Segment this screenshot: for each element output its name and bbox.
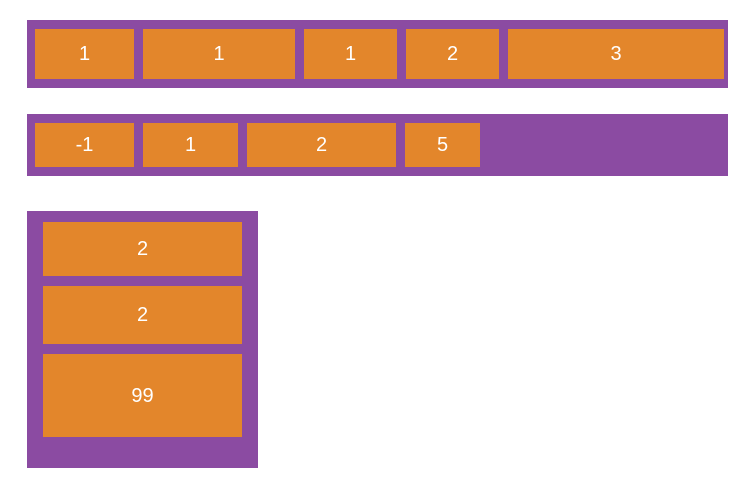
array-row-2: -1 1 2 5	[27, 114, 728, 176]
array-cell[interactable]: 5	[405, 123, 480, 167]
array-cell-value: 2	[446, 43, 459, 65]
array-cell-value: 1	[213, 43, 225, 65]
array-cell[interactable]: 2	[43, 286, 242, 344]
array-cell[interactable]: 2	[247, 123, 396, 167]
array-cell-value: -1	[75, 134, 94, 156]
array-column-3: 2 2 99	[27, 211, 258, 468]
array-cell[interactable]: 2	[43, 222, 242, 276]
array-cell[interactable]: 3	[508, 29, 724, 79]
array-row-1: 1 1 1 2 3	[27, 20, 728, 88]
array-cell[interactable]: 2	[406, 29, 499, 79]
array-cell[interactable]: 1	[35, 29, 134, 79]
array-cell-value: 2	[136, 304, 149, 326]
array-cell-value: 1	[78, 43, 91, 65]
array-cell-value: 1	[184, 134, 197, 156]
array-cell-value: 2	[136, 238, 149, 260]
array-cell[interactable]: 1	[304, 29, 397, 79]
array-cell-value: 99	[131, 384, 154, 407]
array-cell[interactable]: -1	[35, 123, 134, 167]
array-cell-value: 2	[315, 134, 328, 156]
array-cell[interactable]: 99	[43, 354, 242, 437]
array-cell-value: 5	[436, 134, 449, 156]
array-cell[interactable]: 1	[143, 29, 295, 79]
array-cell-value: 1	[344, 43, 357, 65]
array-cell-value: 3	[610, 43, 622, 65]
array-cell[interactable]: 1	[143, 123, 238, 167]
